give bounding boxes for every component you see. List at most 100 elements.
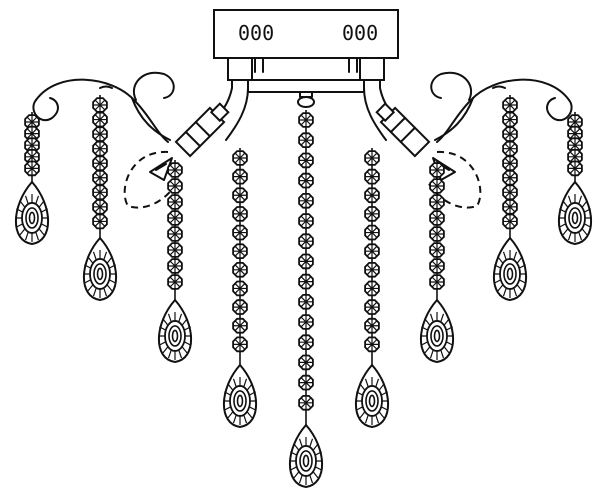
crystal-bead-icon (232, 150, 248, 166)
crystal-bead-icon (167, 258, 183, 274)
crystal-bead-icon (24, 114, 40, 130)
crystal-bead-icon (92, 126, 108, 142)
crystal-bead-icon (429, 178, 445, 194)
crystal-bead-icon (364, 280, 380, 297)
crystal-bead-icon (92, 111, 108, 128)
crystal-strand (492, 95, 528, 302)
crystal-bead-icon (429, 210, 445, 226)
crystal-bead-icon (92, 184, 108, 201)
crystal-bead-icon (232, 206, 248, 222)
crystal-bead-icon (232, 243, 248, 260)
crystal-bead-icon (92, 169, 108, 186)
crystal-bead-icon (232, 336, 248, 353)
crystal-bead-icon (429, 242, 445, 258)
crystal-pendant-icon (557, 180, 593, 246)
crystal-bead-icon (298, 253, 314, 270)
crystal-bead-icon (167, 242, 183, 258)
left-scroll-arm (32, 71, 175, 143)
crystal-bead-icon (429, 274, 445, 290)
crystal-strand (354, 148, 390, 429)
crystal-bead-icon (232, 168, 248, 185)
crystal-bead-icon (502, 199, 518, 215)
crystal-bead-icon (298, 293, 314, 310)
crystal-bead-icon (502, 155, 518, 172)
left-socket-icon (174, 102, 230, 158)
crystal-bead-icon (298, 374, 314, 391)
crystal-bead-icon (364, 299, 380, 315)
crystal-bead-icon (92, 140, 108, 157)
crystal-bead-icon (167, 194, 183, 210)
crystal-bead-icon (167, 274, 183, 290)
right-scroll-arm (430, 71, 573, 143)
crystal-bead-icon (502, 213, 518, 230)
crystal-pendant-icon (354, 363, 390, 429)
crystal-bead-icon (167, 178, 183, 194)
crystal-bead-icon (232, 261, 248, 278)
crystal-bead-icon (298, 132, 314, 149)
crystal-bead-icon (502, 97, 518, 113)
crystal-strand (222, 148, 258, 429)
crystal-bead-icon (298, 394, 314, 411)
crystal-bead-icon (167, 226, 183, 242)
crystal-bead-icon (364, 187, 380, 204)
center-finial (297, 96, 315, 108)
crystal-bead-icon (24, 160, 40, 177)
crystal-bead-icon (232, 280, 248, 297)
crystal-bead-icon (232, 299, 248, 315)
crystal-bead-icon (298, 354, 314, 371)
canopy-right-label: 000 (342, 21, 378, 45)
canopy-left-label: 000 (238, 21, 274, 45)
crystal-bead-icon (92, 155, 108, 172)
crystal-bead-icon (567, 114, 583, 130)
crystal-bead-icon (298, 192, 314, 209)
crystal-strand (419, 160, 455, 364)
crystal-bead-icon (429, 162, 445, 178)
crystal-pendant-icon (492, 236, 528, 302)
crystal-bead-icon (429, 258, 445, 274)
crystal-bead-icon (429, 194, 445, 210)
crystal-bead-icon (502, 184, 518, 201)
crystal-bead-icon (567, 160, 583, 177)
crystal-pendant-icon (157, 298, 193, 364)
crystal-pendant-icon (222, 363, 258, 429)
crystal-bead-icon (92, 97, 108, 113)
crystal-bead-icon (364, 243, 380, 260)
crystal-strands (14, 95, 593, 489)
crystal-bead-icon (298, 314, 314, 330)
crystal-pendant-icon (288, 423, 324, 489)
crystal-bead-icon (298, 172, 314, 189)
crystal-pendant-icon (419, 298, 455, 364)
right-socket-icon (375, 102, 431, 158)
crystal-strand (157, 160, 193, 364)
crystal-bead-icon (502, 169, 518, 186)
crystal-strand (14, 112, 50, 246)
crystal-bead-icon (92, 213, 108, 230)
ceiling-canopy (213, 9, 399, 59)
central-frame (205, 57, 407, 141)
crystal-strand (557, 112, 593, 246)
crystal-strand (288, 110, 324, 489)
crystal-bead-icon (502, 126, 518, 142)
crystal-bead-icon (232, 187, 248, 204)
crystal-bead-icon (298, 334, 314, 351)
crystal-bead-icon (298, 112, 314, 128)
crystal-bead-icon (298, 213, 314, 229)
crystal-pendant-icon (14, 180, 50, 246)
crystal-bead-icon (298, 233, 314, 250)
crystal-bead-icon (232, 317, 248, 334)
crystal-bead-icon (364, 261, 380, 278)
crystal-bead-icon (364, 150, 380, 166)
crystal-bead-icon (364, 206, 380, 222)
crystal-bead-icon (298, 152, 314, 169)
crystal-pendant-icon (82, 236, 118, 302)
crystal-strand (82, 95, 118, 302)
crystal-bead-icon (364, 224, 380, 241)
crystal-bead-icon (364, 168, 380, 185)
crystal-bead-icon (502, 111, 518, 128)
crystal-bead-icon (429, 226, 445, 242)
crystal-bead-icon (24, 137, 40, 154)
crystal-bead-icon (364, 317, 380, 334)
crystal-bead-icon (92, 199, 108, 215)
